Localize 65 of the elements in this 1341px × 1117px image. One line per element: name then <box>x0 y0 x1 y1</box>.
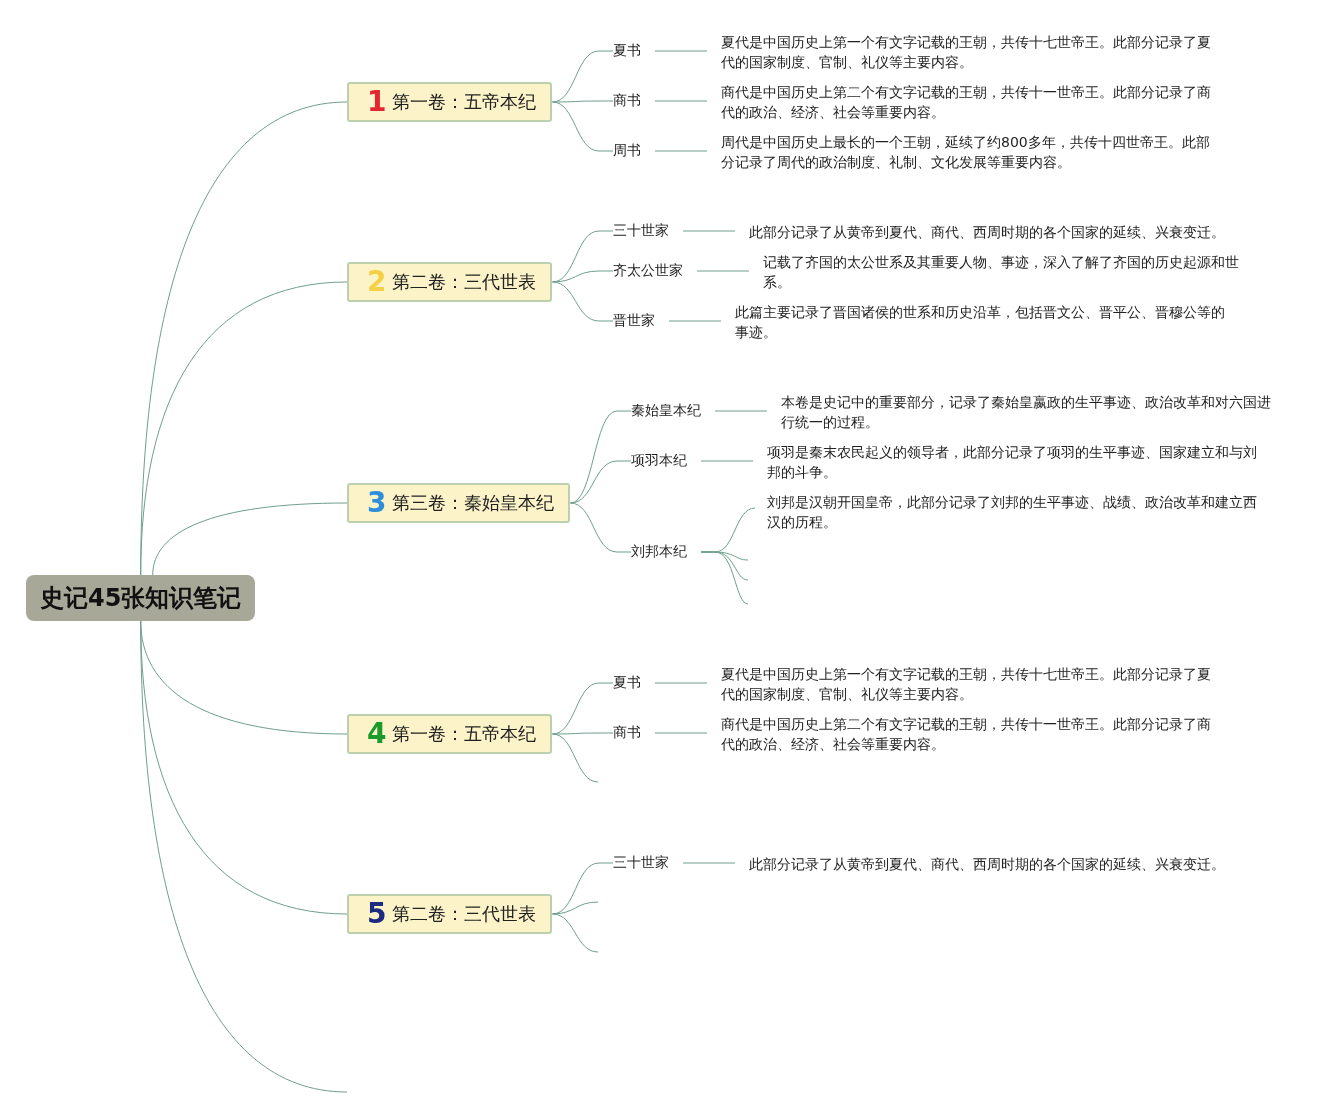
description-text: 项羽是秦末农民起义的领导者，此部分记录了项羽的生平事迹、国家建立和与刘邦的斗争。 <box>767 442 1262 482</box>
branch-line <box>552 733 599 783</box>
topic-title: 第二卷：三代世表 <box>392 270 537 294</box>
subtopic-label: 三十世家 <box>613 222 683 240</box>
topic-box <box>347 82 553 122</box>
subtopic-label: 项羽本纪 <box>631 452 701 470</box>
subtopic-label: 三十世家 <box>613 854 683 872</box>
description-text: 夏代是中国历史上第一个有文字记载的王朝，共传十七世帝王。此部分记录了夏代的国家制度、官制、礼仪等主要内容。 <box>721 32 1216 72</box>
branch-line <box>700 551 749 605</box>
branch-line <box>682 862 736 864</box>
subtopic-label: 齐太公世家 <box>613 262 697 280</box>
branch-line <box>654 732 708 734</box>
branch-line <box>552 100 614 103</box>
description-text: 本卷是史记中的重要部分，记录了秦始皇嬴政的生平事迹、政治改革和对六国进行统一的过程。 <box>781 392 1276 432</box>
topic-box <box>347 714 553 754</box>
branch-line <box>700 460 754 462</box>
subtopic-label: 夏书 <box>613 674 655 692</box>
subtopic-label: 周书 <box>613 142 655 160</box>
number-label: 1 <box>367 87 387 117</box>
branch-line <box>570 502 632 553</box>
branch-line <box>654 50 708 52</box>
branch-line <box>552 270 614 283</box>
description-text: 商代是中国历史上第二个有文字记载的王朝，共传十一世帝王。此部分记录了商代的政治、经济、社会等重要内容。 <box>721 714 1216 754</box>
branch-line <box>682 230 736 232</box>
description-text: 商代是中国历史上第二个有文字记载的王朝，共传十一世帝王。此部分记录了商代的政治、经济、社会等重要内容。 <box>721 82 1216 122</box>
description-text: 此部分记录了从黄帝到夏代、商代、西周时期的各个国家的延续、兴衰变迁。 <box>749 222 1229 242</box>
branch-line <box>552 901 599 915</box>
subtopic-label: 商书 <box>613 724 655 742</box>
branch-line <box>654 100 708 102</box>
branch-line <box>552 913 599 953</box>
topic-title: 第一卷：五帝本纪 <box>392 722 537 746</box>
number-label: 2 <box>367 267 387 297</box>
topic-box <box>347 262 553 302</box>
branch-line <box>140 620 348 1093</box>
topic-title: 第三卷：秦始皇本纪 <box>392 491 555 515</box>
description-text: 刘邦是汉朝开国皇帝，此部分记录了刘邦的生平事迹、战绩、政治改革和建立西汉的历程。 <box>767 492 1262 532</box>
branch-line <box>570 460 632 504</box>
branch-line <box>668 320 722 322</box>
number-label: 4 <box>367 719 387 749</box>
description-text: 周代是中国历史上最长的一个王朝，延续了约800多年，共传十四世帝王。此部分记录了周代的政治制度、礼制、文化发展等重要内容。 <box>721 132 1221 172</box>
branch-line <box>696 270 750 272</box>
topic-box <box>347 483 571 523</box>
description-text: 此部分记录了从黄帝到夏代、商代、西周时期的各个国家的延续、兴衰变迁。 <box>749 854 1229 874</box>
topic-box <box>347 894 553 934</box>
branch-line <box>140 281 348 576</box>
branch-line <box>654 150 708 152</box>
number-label: 3 <box>367 488 387 518</box>
root-topic-box: 史记45张知识笔记 <box>26 575 256 621</box>
branch-line <box>152 502 348 576</box>
branch-line <box>552 281 614 322</box>
description-text: 此篇主要记录了晋国诸侯的世系和历史沿革，包括晋文公、晋平公、晋穆公等的事迹。 <box>735 302 1230 342</box>
subtopic-label: 夏书 <box>613 42 655 60</box>
description-text: 记载了齐国的太公世系及其重要人物、事迹，深入了解了齐国的历史起源和世系。 <box>763 252 1243 292</box>
branch-line <box>552 732 614 735</box>
topic-title: 第二卷：三代世表 <box>392 902 537 926</box>
number-label: 5 <box>367 899 387 929</box>
branch-line <box>714 410 768 412</box>
subtopic-label: 秦始皇本纪 <box>631 402 715 420</box>
subtopic-label: 刘邦本纪 <box>631 543 701 561</box>
description-text: 夏代是中国历史上第一个有文字记载的王朝，共传十七世帝王。此部分记录了夏代的国家制度、官制、礼仪等主要内容。 <box>721 664 1216 704</box>
subtopic-label: 晋世家 <box>613 312 669 330</box>
branch-line <box>552 101 614 152</box>
subtopic-label: 商书 <box>613 92 655 110</box>
branch-line <box>654 682 708 684</box>
topic-title: 第一卷：五帝本纪 <box>392 90 537 114</box>
